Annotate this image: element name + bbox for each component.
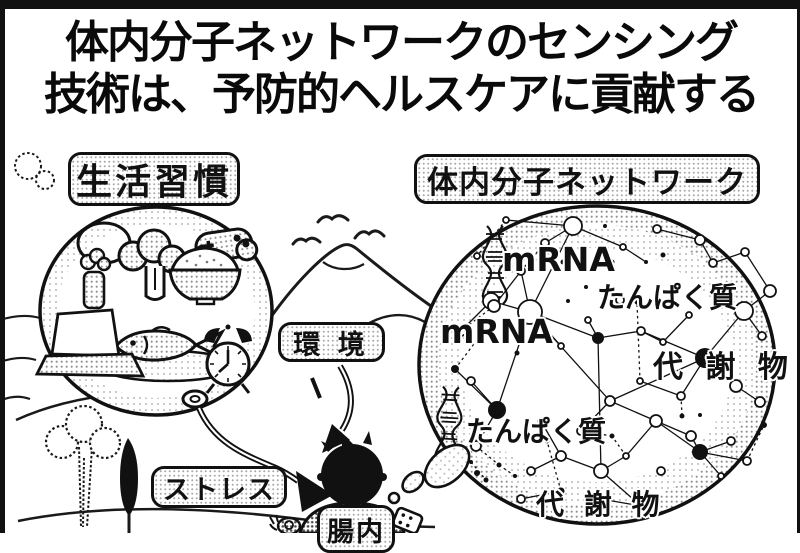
panel-border-right bbox=[797, 0, 800, 533]
annotation-mrna-top: mRNA bbox=[502, 240, 615, 279]
label-environment-text: 環 境 bbox=[293, 329, 370, 360]
label-gut-text: 腸内 bbox=[327, 516, 385, 547]
network-edges bbox=[454, 219, 771, 507]
label-stress: ストレス bbox=[151, 466, 287, 508]
headline: 体内分子ネットワークのセンシング 技術は、予防的ヘルスケアに貢献する bbox=[6, 17, 796, 121]
label-lifestyle: 生活習慣 bbox=[68, 152, 240, 206]
headline-line-1: 体内分子ネットワークのセンシング bbox=[65, 18, 739, 67]
speech-bubbles-icon bbox=[387, 443, 471, 505]
label-molecular-network-text: 体内分子ネットワーク bbox=[427, 164, 747, 200]
handheld-device-icon bbox=[391, 506, 424, 533]
snail-icon bbox=[269, 514, 302, 533]
round-tree-icon bbox=[44, 404, 122, 528]
bush-icon bbox=[14, 152, 55, 190]
label-environment: 環 境 bbox=[278, 322, 385, 362]
lifestyle-circle bbox=[34, 205, 274, 417]
headline-line-2: 技術は、予防的ヘルスケアに貢献する bbox=[44, 69, 760, 119]
panel-border-top bbox=[0, 0, 800, 9]
label-lifestyle-text: 生活習慣 bbox=[75, 161, 232, 202]
annotation-protein-bottom: たんぱく質 bbox=[466, 415, 607, 448]
network-nodes-open bbox=[455, 216, 777, 511]
annotation-metabolite-bottom: 代 謝 物 bbox=[536, 488, 665, 521]
annotation-protein-top: たんぱく質 bbox=[597, 281, 738, 314]
laptop-icon bbox=[34, 308, 146, 378]
label-molecular-network: 体内分子ネットワーク bbox=[414, 154, 760, 204]
network-nodes-filled bbox=[451, 224, 767, 495]
panel-border-left bbox=[0, 0, 5, 533]
rice-bowl-icon bbox=[168, 246, 242, 306]
balloon-knot-icon bbox=[181, 389, 209, 409]
illustration-canvas bbox=[0, 152, 777, 533]
molecular-network-circle bbox=[417, 204, 777, 526]
jump-rope-icon bbox=[76, 221, 132, 310]
alarm-clock-icon bbox=[204, 324, 252, 394]
annotation-mrna-left: mRNA bbox=[440, 312, 553, 351]
birds-icon bbox=[291, 214, 386, 246]
annotation-metabolite-right: 代 謝 物 bbox=[653, 350, 794, 385]
label-stress-text: ストレス bbox=[163, 474, 275, 505]
label-gut: 腸内 bbox=[317, 505, 395, 553]
cypress-tree-icon bbox=[120, 438, 138, 533]
